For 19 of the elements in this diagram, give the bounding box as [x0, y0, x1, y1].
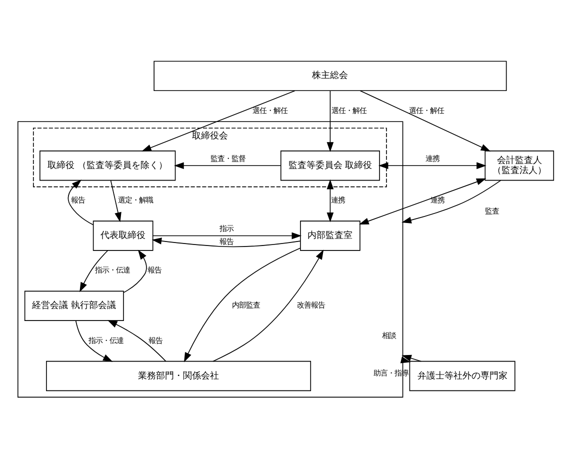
edge-label: 監査 [485, 206, 500, 216]
edge-label: 相談 [382, 330, 396, 340]
edge-label: 選任・解任 [252, 105, 288, 114]
edge-label: 連携 [430, 194, 444, 204]
edge-label: 報告 [147, 265, 162, 274]
edge-label: 報告 [70, 194, 85, 204]
edge-label: 選任・解任 [408, 105, 444, 114]
edge-label: 改善報告 [297, 300, 326, 310]
edge-label: 指示 [220, 224, 234, 233]
edge-label: 報告 [148, 335, 162, 344]
edge-label: 指示・伝達 [94, 265, 130, 274]
edge-label: 内部監査 [232, 300, 260, 310]
edge-label: 連携 [330, 194, 345, 204]
edge-label: 監査・監督 [210, 153, 246, 162]
edge-label: 連携 [425, 153, 440, 162]
edge-label: 報告 [220, 236, 234, 246]
edge-label: 選定・解職 [118, 194, 153, 204]
edge-label: 指示・伝達 [88, 335, 124, 344]
edge-label: 選任・解任 [331, 105, 366, 114]
